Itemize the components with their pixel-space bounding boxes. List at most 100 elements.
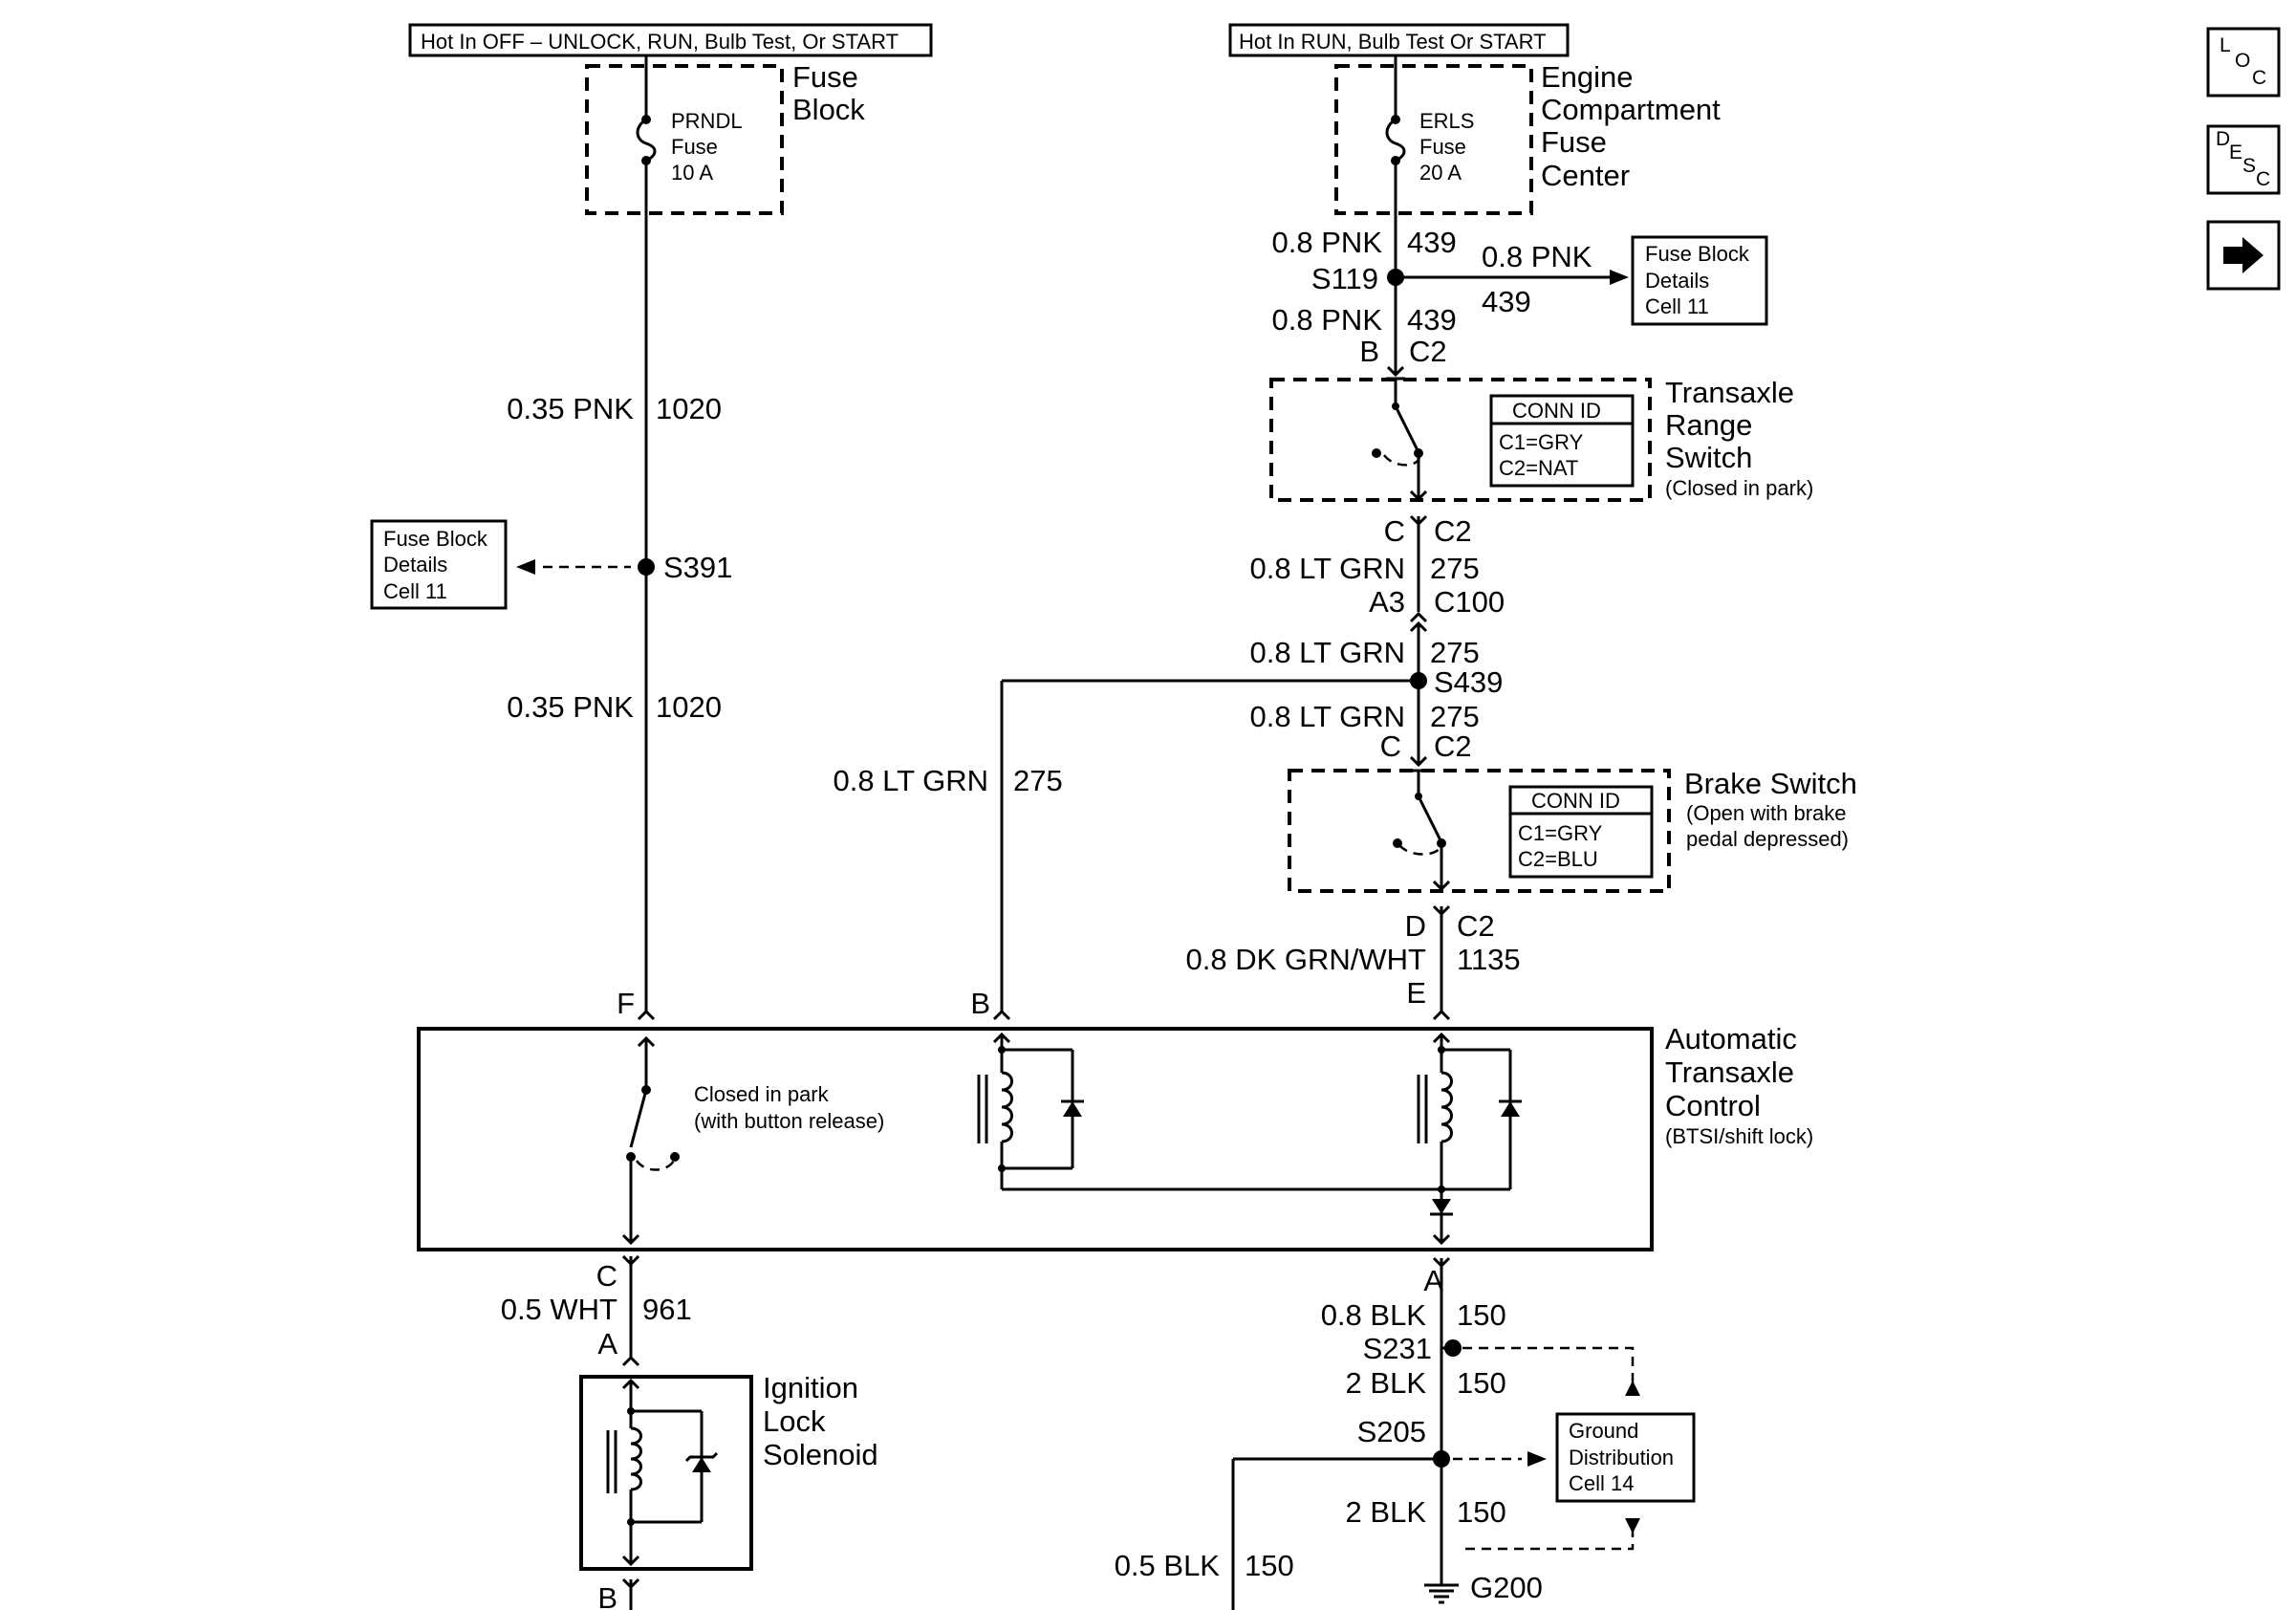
wire-circuit: 439 — [1482, 285, 1531, 318]
connector-label: C2 — [1434, 514, 1472, 548]
wire-circuit: 1020 — [656, 392, 722, 425]
desc-button[interactable]: D E S C — [2206, 124, 2281, 195]
connector-label: C100 — [1434, 585, 1505, 619]
wire-gauge: 0.5 WHT — [501, 1293, 617, 1326]
fuse-rating: 10 A — [671, 161, 713, 185]
fuse-icon — [636, 118, 657, 163]
fuse-name: ERLS — [1419, 109, 1474, 133]
fuse-name: PRNDL — [671, 109, 743, 133]
connector-icon — [1386, 365, 1405, 378]
right-feed: 0.8 PNK 439 S119 0.8 PNK 439 Fuse Block … — [1272, 161, 1768, 378]
pin-label: B — [970, 987, 990, 1020]
pin-label: A3 — [1369, 585, 1405, 619]
efc-label-2: Compartment — [1541, 93, 1721, 126]
splice-label: S119 — [1311, 262, 1378, 295]
ref-box-line: Fuse Block — [1645, 242, 1750, 266]
connector-label: C2 — [1409, 335, 1447, 368]
efc-label-4: Center — [1541, 159, 1630, 192]
conn-id-line: C1=GRY — [1499, 430, 1584, 454]
fuse-block: PRNDL Fuse 10 A Fuse Block — [585, 55, 865, 215]
loc-letter: O — [2235, 50, 2250, 72]
loc-button[interactable]: L O C — [2206, 27, 2281, 98]
pin-label: A — [1423, 1264, 1443, 1297]
wire-gauge: 0.8 LT GRN — [1249, 636, 1405, 669]
conn-id-title: CONN ID — [1531, 789, 1620, 813]
efc-label-3: Fuse — [1541, 125, 1607, 159]
automatic-transaxle-control: Automatic Transaxle Control (BTSI/shift … — [417, 987, 1813, 1251]
arrow-right-icon — [2223, 237, 2264, 273]
wire-gauge: 0.35 PNK — [507, 392, 634, 425]
ref-box-line: Ground — [1569, 1419, 1638, 1443]
power-label-right-text: Hot In RUN, Bulb Test Or START — [1239, 30, 1547, 54]
ground-circuit: A 0.8 BLK 150 S231 2 BLK 150 S205 2 BLK … — [1321, 1256, 1696, 1604]
wire-gauge: 0.8 PNK — [1272, 226, 1383, 259]
connector-label: C2 — [1434, 729, 1472, 763]
fuse-block-label-1: Fuse — [792, 60, 858, 94]
pin-label: C — [596, 1259, 617, 1293]
wire-gauge: 2 BLK — [1346, 1366, 1427, 1400]
conn-id-line: C2=NAT — [1499, 456, 1578, 480]
ref-box-fuse-block-right[interactable] — [1631, 235, 1768, 326]
switch-note: (Closed in park) — [1665, 476, 1813, 500]
ground-label: G200 — [1470, 1571, 1543, 1604]
fuse-block-label-2: Block — [792, 93, 865, 126]
arrow-right-icon — [1610, 270, 1629, 285]
ignition-lock-circuit: C 0.5 WHT 961 A — [501, 1254, 692, 1367]
brake-switch-note: (Open with brake — [1686, 801, 1847, 825]
wire-gauge: 0.8 PNK — [1272, 303, 1383, 337]
ref-box-line: Fuse Block — [383, 527, 488, 551]
solenoid-name-line: Ignition — [763, 1371, 858, 1404]
ref-box-ground-distribution[interactable] — [1555, 1412, 1696, 1503]
splice-dot — [638, 558, 655, 576]
wire-circuit: 1020 — [656, 690, 722, 724]
wire-gauge: 0.35 PNK — [507, 690, 634, 724]
pin-label: D — [1405, 909, 1426, 943]
engine-fuse-center: ERLS Fuse 20 A Engine Compartment Fuse C… — [1334, 55, 1721, 215]
arrow-down-icon — [1625, 1518, 1640, 1534]
wire-gauge: 0.8 LT GRN — [1249, 552, 1405, 585]
wire-gauge: 0.8 LT GRN — [1249, 700, 1405, 733]
switch-blade-icon — [629, 1089, 648, 1148]
pin-label: A — [597, 1327, 617, 1360]
wire-circuit: 150 — [1457, 1495, 1506, 1529]
pin-label: C — [1384, 514, 1405, 548]
splice-label: S391 — [663, 551, 732, 584]
solenoid-name-line: Solenoid — [763, 1438, 878, 1471]
wire-gauge: 2 BLK — [1346, 1495, 1427, 1529]
switch-name-line: Range — [1665, 408, 1752, 442]
next-button[interactable] — [2206, 220, 2281, 291]
transaxle-range-switch: CONN ID C1=GRY C2=NAT Transaxle Range Sw… — [1269, 376, 1813, 502]
desc-letter: D — [2216, 128, 2230, 150]
coil-icon — [1001, 1071, 1013, 1143]
brake-switch-note: pedal depressed) — [1686, 827, 1849, 851]
wire-gauge: 0.8 PNK — [1482, 240, 1592, 273]
ref-box-line: Cell 14 — [1569, 1471, 1634, 1495]
atc-switch-note: Closed in park — [694, 1082, 830, 1106]
splice-label: S439 — [1434, 665, 1503, 699]
solenoid-name-line: Lock — [763, 1404, 826, 1438]
wire-gauge: 0.8 BLK — [1321, 1298, 1427, 1332]
pin-label: F — [617, 987, 635, 1020]
efc-label-1: Engine — [1541, 60, 1634, 94]
switch-name-line: Switch — [1665, 441, 1752, 474]
loc-letter: C — [2252, 67, 2266, 89]
coil-icon — [630, 1426, 642, 1491]
splice-label: S231 — [1363, 1332, 1432, 1365]
diode-icon — [1501, 1101, 1520, 1117]
diode-icon — [1432, 1199, 1451, 1214]
switch-blade-icon — [1394, 405, 1420, 453]
wire-circuit: 275 — [1430, 552, 1480, 585]
desc-letter: E — [2229, 141, 2242, 163]
wire-gauge: 0.5 BLK — [1115, 1549, 1221, 1582]
ref-box-fuse-block-left[interactable] — [370, 519, 508, 610]
wire-circuit: 150 — [1457, 1366, 1506, 1400]
wire-gauge: 0.8 DK GRN/WHT — [1186, 943, 1427, 976]
pin-label: E — [1406, 976, 1426, 1010]
ref-box-line: Cell 11 — [383, 579, 447, 603]
brake-switch: CONN ID C1=GRY C2=BLU Brake Switch (Open… — [1186, 767, 1857, 1012]
coil-icon — [1440, 1071, 1453, 1143]
conn-id-line: C1=GRY — [1518, 821, 1603, 845]
wire-circuit: 1135 — [1457, 943, 1521, 976]
left-circuit: 0.35 PNK 1020 S391 Fuse Block Details Ce… — [370, 161, 732, 1012]
